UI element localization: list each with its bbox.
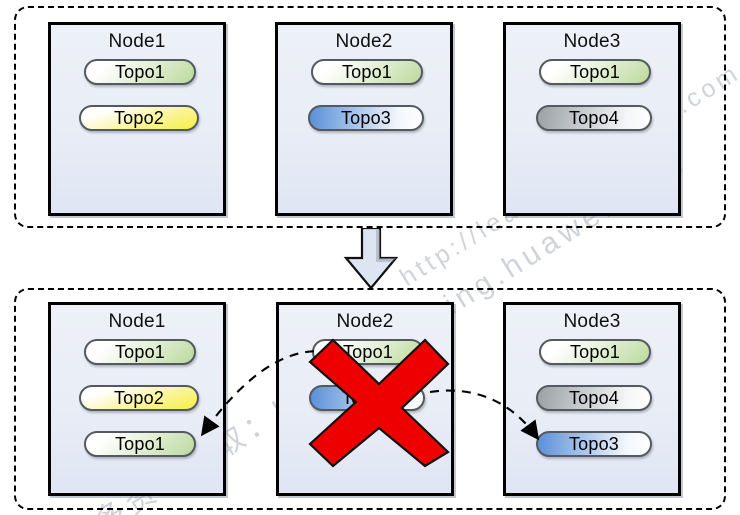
group-before-failure [14, 6, 726, 228]
node-title-after-node3: Node3 [563, 311, 621, 332]
topo-pill-after-node1-1[interactable]: Topo2 [79, 385, 199, 411]
topo-pill-before-node1-0[interactable]: Topo1 [84, 59, 196, 85]
node2-failure-red-x-icon [306, 336, 452, 468]
node-box-before-node3[interactable]: Node3 Topo1 Topo4 [503, 22, 681, 216]
node-title-before-node2: Node2 [335, 31, 393, 52]
node-title-before-node1: Node1 [108, 31, 166, 52]
topo-pill-after-node1-0[interactable]: Topo1 [84, 339, 196, 365]
transition-down-arrow-icon [340, 226, 402, 290]
node-box-before-node2[interactable]: Node2 Topo1 Topo3 [275, 22, 453, 216]
topo-pill-before-node3-1[interactable]: Topo4 [536, 105, 652, 131]
topo-pill-after-node3-0[interactable]: Topo1 [539, 339, 651, 365]
node-box-before-node1[interactable]: Node1 Topo1 Topo2 [48, 22, 226, 216]
group-after-failure [14, 288, 726, 510]
topo-pill-before-node3-0[interactable]: Topo1 [539, 59, 651, 85]
node-title-after-node1: Node1 [108, 311, 166, 332]
node-title-before-node3: Node3 [563, 31, 621, 52]
topo-pill-after-node3-1[interactable]: Topo4 [536, 385, 652, 411]
node-box-after-node3[interactable]: Node3 Topo1 Topo4 Topo3 [503, 302, 681, 496]
topo-pill-before-node2-0[interactable]: Topo1 [311, 59, 423, 85]
topo-pill-after-node3-2[interactable]: Topo3 [536, 431, 652, 457]
topo-pill-before-node2-1[interactable]: Topo3 [308, 105, 424, 131]
topo-pill-before-node1-1[interactable]: Topo2 [79, 105, 199, 131]
node-title-after-node2: Node2 [336, 311, 394, 332]
topo-pill-after-node1-2[interactable]: Topo1 [84, 431, 196, 457]
node-box-after-node1[interactable]: Node1 Topo1 Topo2 Topo1 [48, 302, 226, 496]
